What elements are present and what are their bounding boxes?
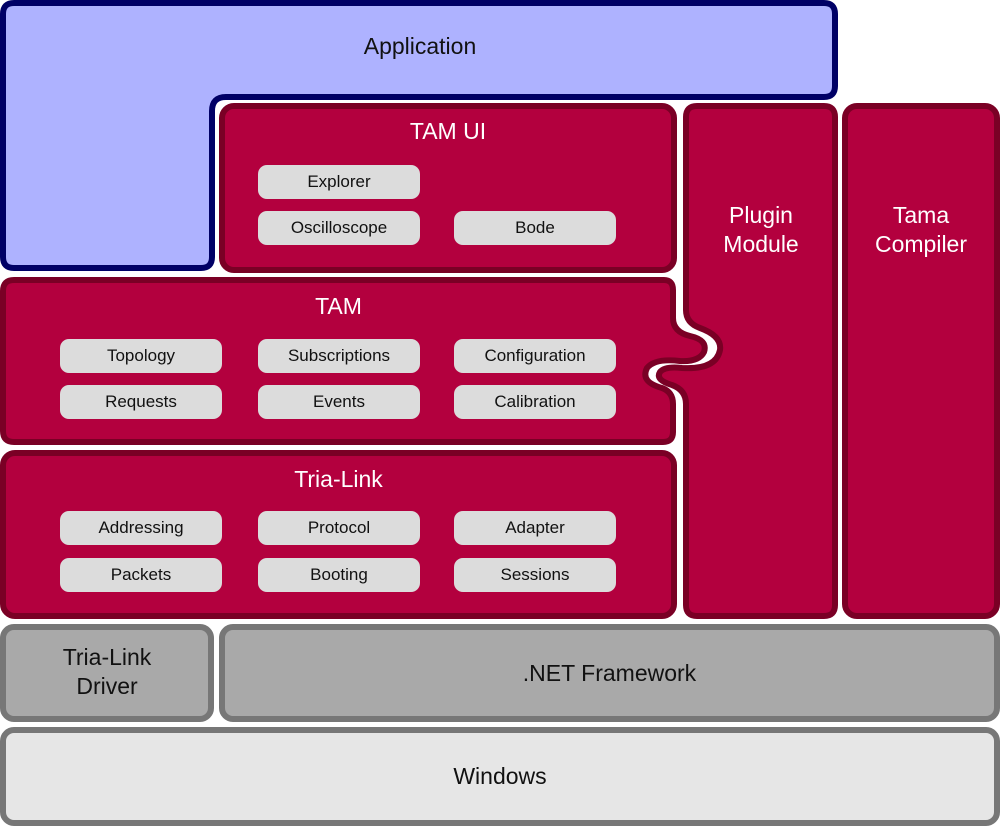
application-title: Application (363, 33, 477, 59)
module-configuration: Configuration (454, 339, 616, 373)
dotnet-layer (219, 624, 1000, 722)
module-adapter: Adapter (454, 511, 616, 545)
tam-ui-title: TAM UI (409, 118, 487, 144)
module-protocol: Protocol (258, 511, 420, 545)
tama-compiler-line2: Compiler (874, 230, 968, 257)
plugin-module-layer (655, 103, 838, 619)
tria-link-driver-layer (0, 624, 214, 722)
module-addressing: Addressing (60, 511, 222, 545)
module-booting: Booting (258, 558, 420, 592)
module-subscriptions: Subscriptions (258, 339, 420, 373)
module-oscilloscope: Oscilloscope (258, 211, 420, 245)
module-bode: Bode (454, 211, 616, 245)
tria-link-driver-title: Tria-Link Driver (3, 643, 211, 701)
module-sessions: Sessions (454, 558, 616, 592)
module-requests: Requests (60, 385, 222, 419)
module-events: Events (258, 385, 420, 419)
tria-link-driver-line1: Tria-Link (62, 644, 152, 670)
tama-compiler-line1: Tama (892, 202, 950, 228)
module-explorer: Explorer (258, 165, 420, 199)
dotnet-title: .NET Framework (522, 660, 697, 686)
application-layer (0, 0, 838, 271)
plugin-module-line1: Plugin (729, 202, 793, 228)
module-topology: Topology (60, 339, 222, 373)
tam-title: TAM (315, 293, 362, 319)
module-packets: Packets (60, 558, 222, 592)
windows-layer (0, 727, 1000, 826)
tria-link-title: Tria-Link (294, 466, 383, 492)
plugin-module-line2: Module (723, 230, 799, 257)
module-calibration: Calibration (454, 385, 616, 419)
windows-title: Windows (453, 763, 547, 789)
tama-compiler-title: Tama Compiler (845, 201, 997, 259)
plugin-module-title: Plugin Module (686, 201, 836, 259)
tama-compiler-layer (842, 103, 1000, 619)
tria-link-driver-line2: Driver (76, 672, 138, 699)
